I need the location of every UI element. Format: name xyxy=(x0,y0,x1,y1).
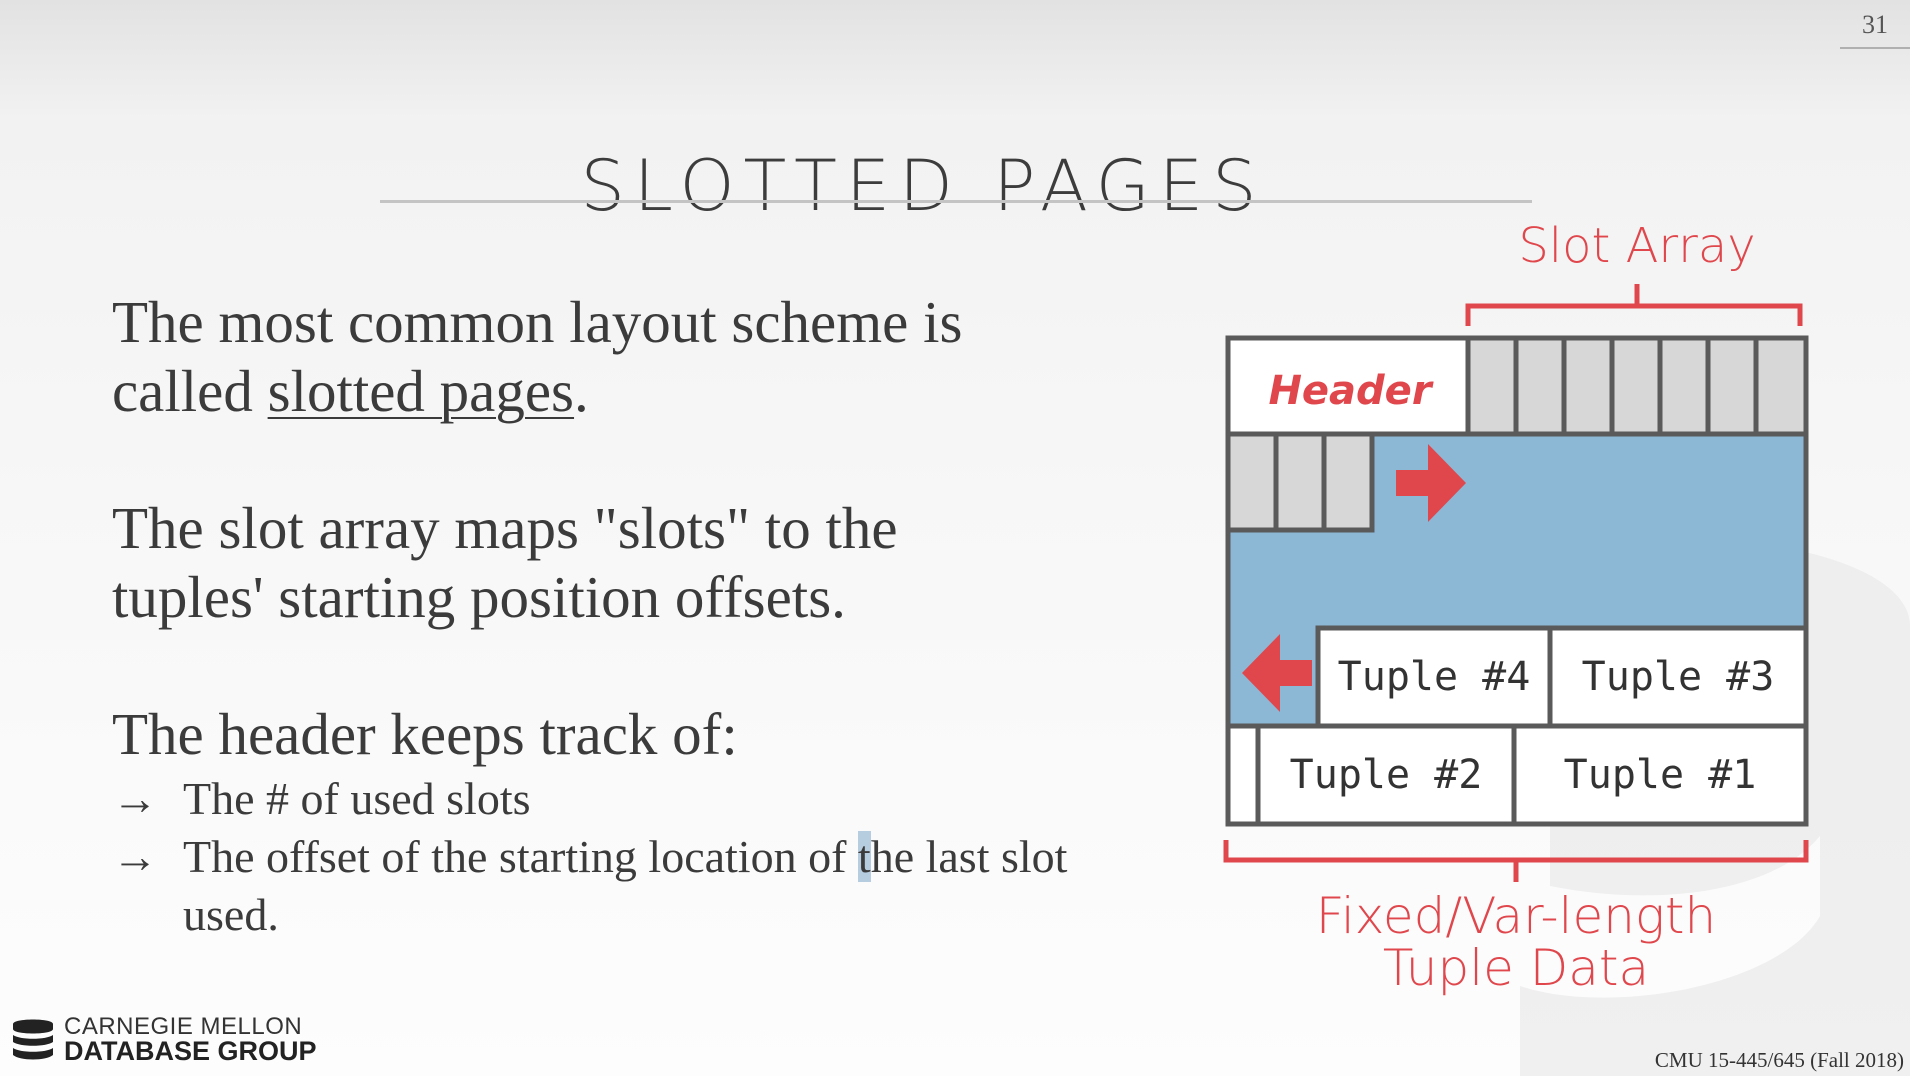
bullet-item: → The # of used slots xyxy=(112,770,1143,828)
tuple-data-label-line2: Tuple Data xyxy=(1383,939,1649,997)
slot-cell xyxy=(1657,335,1711,437)
tuple-box-1 xyxy=(1511,723,1809,827)
paragraph-line: The header keeps track of: xyxy=(112,701,738,767)
slide-title: SLOTTED PAGES xyxy=(580,144,1266,227)
bullet-item: → The offset of the starting location of… xyxy=(112,828,1143,944)
paragraph-line: The most common layout scheme is xyxy=(112,289,963,355)
bullet-text: The # of used slots xyxy=(183,773,531,824)
slot-growth-arrow-icon xyxy=(1396,444,1466,522)
tuple-row-lower xyxy=(1225,723,1809,827)
slotted-page-diagram: Slot Array Header Tuple #4 Tuple #3 Tupl… xyxy=(1223,218,1809,997)
header-label: Header xyxy=(1268,368,1433,414)
bullet-text: he last slot used. xyxy=(183,831,1068,940)
slot-array-row-top xyxy=(1465,335,1809,437)
course-label: CMU 15-445/645 (Fall 2018) xyxy=(1654,1048,1904,1072)
slot-cell xyxy=(1225,431,1279,533)
logo-line-1: CARNEGIE MELLON xyxy=(64,1013,303,1040)
title-underline xyxy=(380,200,1532,203)
slot-cell xyxy=(1753,335,1809,437)
slot-array-brace xyxy=(1465,284,1803,326)
tuple-label: Tuple #2 xyxy=(1290,752,1483,798)
paragraph-layout-scheme: The most common layout scheme is called … xyxy=(112,288,962,426)
tuple-fragment-box xyxy=(1225,723,1261,827)
paragraph-header: The header keeps track of: xyxy=(112,700,738,769)
slot-cell xyxy=(1705,335,1759,437)
tuple-label: Tuple #1 xyxy=(1564,752,1757,798)
database-logo-icon xyxy=(13,1019,53,1060)
slot-array-row-second xyxy=(1225,431,1375,533)
arrow-icon: → xyxy=(112,831,158,882)
tuple-box-2 xyxy=(1255,723,1517,827)
slot-cell xyxy=(1609,335,1663,437)
page-outer-border xyxy=(1225,335,1809,827)
tuple-label: Tuple #4 xyxy=(1338,654,1531,700)
paragraph-line: tuples' starting position offsets. xyxy=(112,564,846,630)
slot-cell xyxy=(1273,431,1327,533)
tuple-box-3 xyxy=(1547,625,1809,729)
slot-cell xyxy=(1465,335,1519,437)
tuple-label: Tuple #3 xyxy=(1582,654,1775,700)
cmu-db-logo: CARNEGIE MELLON DATABASE GROUP xyxy=(10,1013,317,1066)
slotted-pages-term: slotted pages xyxy=(267,358,575,424)
bullet-text: The offset of the starting location of xyxy=(183,831,858,882)
tuple-row-upper xyxy=(1315,625,1809,729)
text-selection-highlight[interactable]: t xyxy=(857,831,871,882)
tuple-data-brace xyxy=(1223,840,1809,882)
page-number-rule xyxy=(1840,47,1910,49)
logo-line-2: DATABASE GROUP xyxy=(64,1036,317,1066)
paragraph-line: The slot array maps "slots" to the xyxy=(112,495,898,561)
page-number: 31 xyxy=(1862,10,1888,39)
paragraph-slot-array: The slot array maps "slots" to the tuple… xyxy=(112,494,898,632)
tuple-growth-arrow-icon xyxy=(1242,634,1312,712)
slot-cell xyxy=(1321,431,1375,533)
header-bullet-list: → The # of used slots → The offset of th… xyxy=(112,770,1143,944)
slot-cell xyxy=(1513,335,1567,437)
paragraph-text: . xyxy=(574,358,589,424)
arrow-icon: → xyxy=(112,773,158,824)
paragraph-text: called xyxy=(112,358,268,424)
slot-array-label: Slot Array xyxy=(1518,218,1755,274)
slot-cell xyxy=(1561,335,1615,437)
tuple-data-label-line1: Fixed/Var-length xyxy=(1316,887,1716,945)
